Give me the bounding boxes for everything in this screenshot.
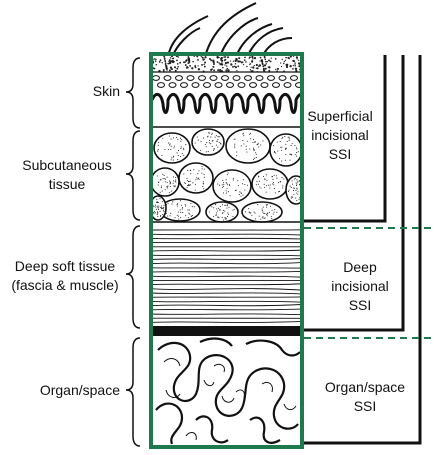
- bracket-deep: [304, 55, 405, 332]
- label-organ-space-ssi: Organ/space SSI: [324, 379, 406, 414]
- bracket-organ-space: [304, 55, 422, 445]
- label-subcutaneous: Subcutaneous tissue: [22, 157, 112, 192]
- brace-skin: [125, 57, 141, 129]
- layer-dividers: [304, 227, 432, 339]
- brace-subcutaneous: [125, 130, 141, 221]
- subcutaneous-layer: [152, 128, 301, 223]
- organ-space-layer: [155, 337, 301, 445]
- label-skin: Skin: [92, 83, 120, 99]
- label-superficial-incisional-ssi: Superficial incisional SSI: [307, 108, 373, 162]
- deep-soft-tissue-layer: [152, 229, 301, 336]
- ssi-brackets: [304, 55, 422, 445]
- brace-deep-soft-tissue: [125, 225, 141, 329]
- hair-strands: [167, 2, 293, 59]
- skin-layer: [152, 55, 301, 128]
- tissue-column-border: [149, 52, 304, 449]
- brace-organ-space: [125, 337, 141, 447]
- label-organ-space: Organ/space: [39, 382, 120, 398]
- bracket-superficial: [304, 55, 387, 223]
- label-deep-incisional-ssi: Deep incisional SSI: [331, 259, 389, 313]
- layer-braces: [125, 57, 141, 447]
- label-deep-soft-tissue: Deep soft tissue (fascia & muscle): [11, 258, 119, 293]
